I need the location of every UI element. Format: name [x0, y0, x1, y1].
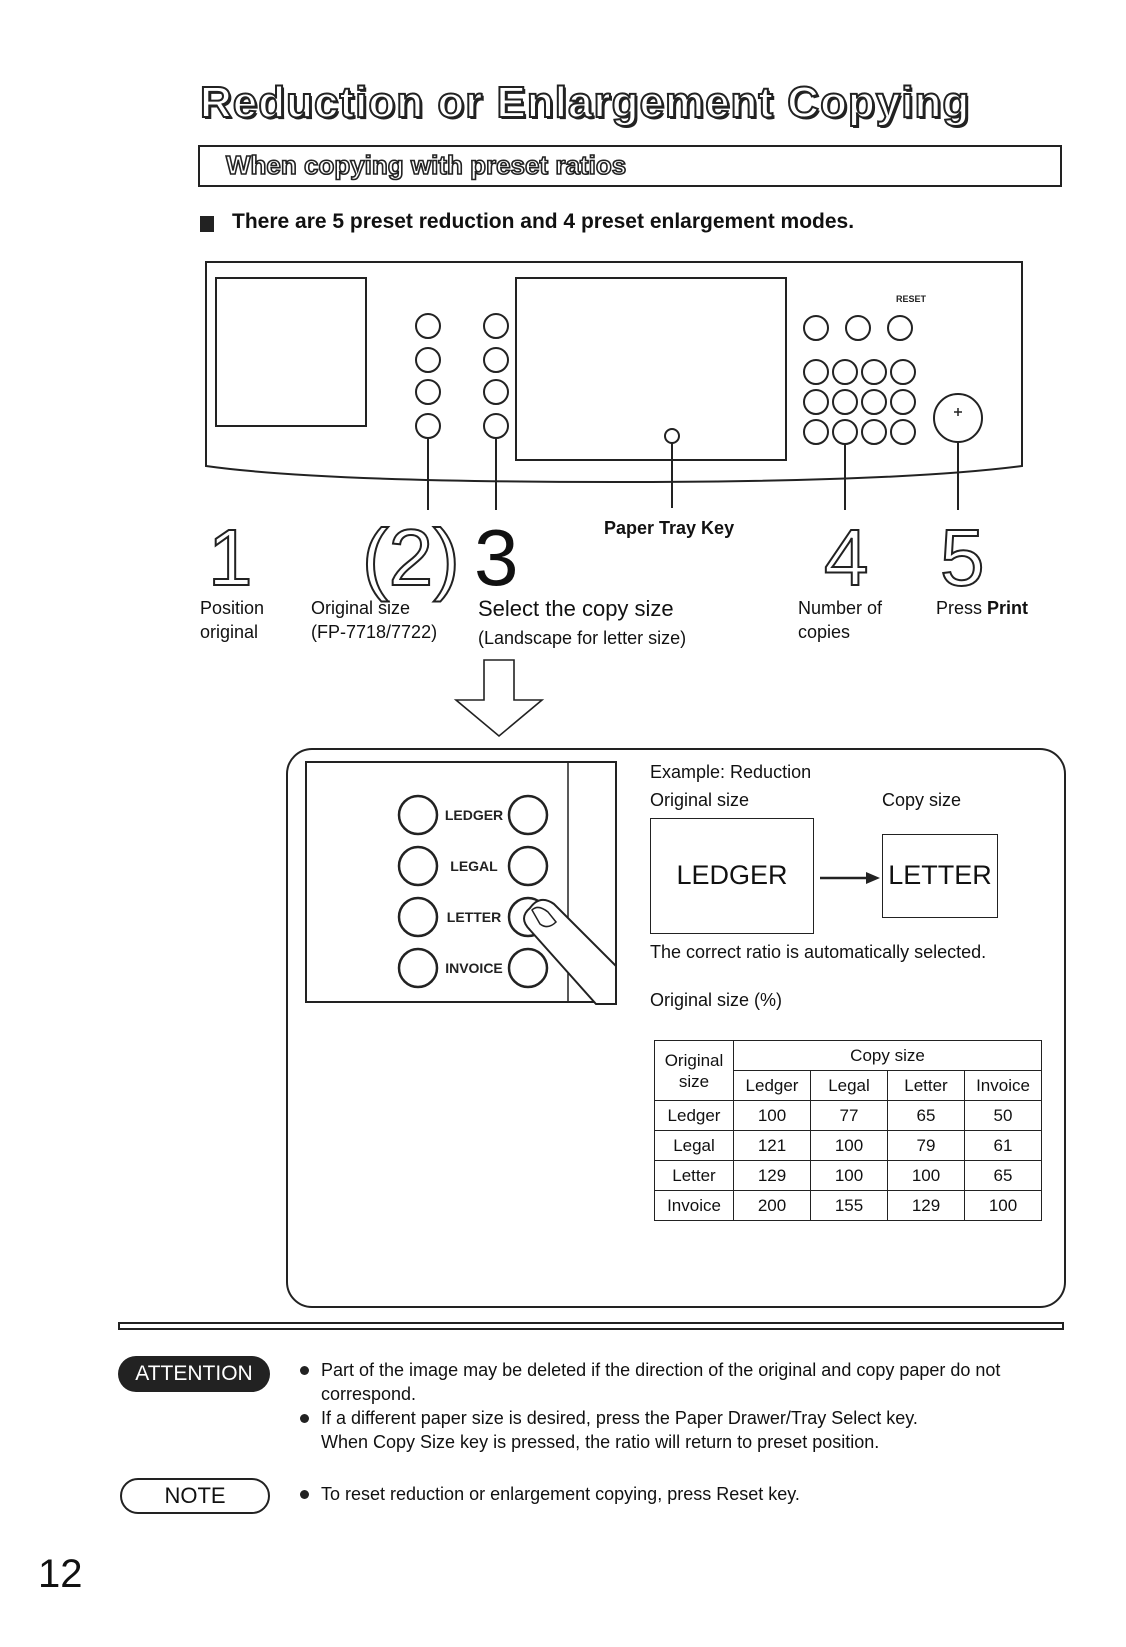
key-label-invoice: INVOICE	[445, 960, 503, 976]
table-cell: 100	[810, 1130, 888, 1161]
page-number: 12	[38, 1552, 83, 1596]
example-copy-label: Copy size	[882, 790, 962, 810]
step-1-label: Position original	[200, 598, 265, 642]
table-cell: 155	[810, 1190, 888, 1221]
attention-item-2: If a different paper size is desired, pr…	[321, 1408, 918, 1428]
table-cell: 79	[887, 1130, 965, 1161]
table-corner-cell: Original size	[654, 1040, 734, 1101]
panel-outline	[205, 261, 1023, 484]
key-label-legal: LEGAL	[450, 858, 498, 874]
paper-tray-key-icon	[664, 428, 680, 444]
table-cell: 121	[733, 1130, 811, 1161]
subtitle-frame	[198, 145, 1062, 187]
attention-item-1: Part of the image may be deleted if the …	[321, 1360, 1001, 1404]
page-title: Reduction or Enlargement Copying	[199, 77, 971, 128]
example-panel	[286, 748, 1066, 1308]
table-cell: 65	[964, 1160, 1042, 1191]
step-4-label: Number of copies	[798, 598, 883, 642]
row-label: Invoice	[654, 1190, 734, 1221]
table-row: Invoice 200 155 129 100	[654, 1190, 1042, 1221]
table-row: Letter 129 100 100 65	[654, 1160, 1042, 1191]
bullet-icon	[300, 1414, 309, 1423]
table-cell: 61	[964, 1130, 1042, 1161]
original-glass-window	[215, 277, 367, 427]
table-group-header: Copy size	[733, 1040, 1042, 1071]
table-cell: 65	[887, 1100, 965, 1131]
square-bullet-icon	[200, 216, 214, 232]
table-column-header-row: Ledger Legal Letter Invoice	[655, 1070, 1042, 1101]
row-label: Ledger	[654, 1100, 734, 1131]
right-arrow-icon	[820, 872, 880, 884]
table-header-row: Original size Copy size	[654, 1040, 1042, 1101]
step-3-label-line2: (Landscape for letter size)	[478, 628, 687, 648]
row-label: Letter	[654, 1160, 734, 1191]
example-original-label: Original size	[650, 790, 750, 810]
column-header: Invoice	[964, 1070, 1042, 1101]
table-cell: 100	[810, 1160, 888, 1191]
note-badge: NOTE	[120, 1478, 270, 1514]
table-cell: 100	[887, 1160, 965, 1191]
paper-tray-key-label: Paper Tray Key	[604, 518, 735, 538]
step-4-number: 4	[823, 513, 869, 602]
control-panel-diagram: RESET	[205, 261, 1023, 510]
step-2-label-line1: Original size	[311, 598, 411, 618]
auto-ratio-text: The correct ratio is automatically selec…	[650, 942, 987, 962]
column-header: Letter	[887, 1070, 965, 1101]
table-cell: 200	[733, 1190, 811, 1221]
numeric-keypad	[803, 315, 916, 445]
column-header: Legal	[810, 1070, 888, 1101]
original-size-keys	[415, 313, 441, 439]
copy-paper-box	[882, 834, 998, 918]
table-cell: 100	[733, 1100, 811, 1131]
step-3-label-line1: Select the copy size	[478, 596, 674, 621]
down-arrow-icon	[453, 659, 545, 738]
copy-paper-value: LETTER	[888, 860, 992, 890]
table-caption: Original size (%)	[650, 990, 783, 1010]
print-key-icon	[933, 393, 983, 443]
table-cell: 129	[887, 1190, 965, 1221]
intro-text: There are 5 preset reduction and 4 prese…	[232, 210, 855, 233]
size-key-closeup: LEDGER LEGAL LETTER INVOICE	[305, 761, 617, 1005]
step-2-number: (2)	[361, 513, 461, 602]
key-label-ledger: LEDGER	[445, 807, 503, 823]
attention-badge: ATTENTION	[118, 1356, 270, 1392]
table-cell: 50	[964, 1100, 1042, 1131]
table-row: Legal 121 100 79 61	[654, 1130, 1042, 1161]
note-item-1: To reset reduction or enlargement copyin…	[321, 1484, 800, 1504]
row-label: Legal	[654, 1130, 734, 1161]
example-heading: Example: Reduction	[650, 762, 812, 782]
section-subtitle: When copying with preset ratios	[225, 149, 627, 181]
copy-size-keys	[483, 313, 509, 439]
table-cell: 129	[733, 1160, 811, 1191]
bullet-icon	[300, 1366, 309, 1375]
table-row: Ledger 100 77 65 50	[654, 1100, 1042, 1131]
step-3-number: 3	[474, 513, 519, 602]
step-5-label: Press Print	[936, 598, 1029, 618]
step-2-label-line2: (FP-7718/7722)	[311, 622, 438, 642]
section-divider	[118, 1322, 1064, 1330]
key-label-letter: LETTER	[447, 909, 501, 925]
original-paper-value: LEDGER	[676, 860, 788, 890]
original-paper-box	[650, 818, 814, 934]
display-window	[515, 277, 787, 461]
bullet-icon	[300, 1490, 309, 1499]
reset-label: RESET	[896, 294, 927, 304]
column-header: Ledger	[733, 1070, 811, 1101]
table-cell: 77	[810, 1100, 888, 1131]
step-1-number: 1	[207, 513, 253, 602]
table-cell: 100	[964, 1190, 1042, 1221]
attention-item-3: When Copy Size key is pressed, the ratio…	[321, 1432, 880, 1452]
ratio-table: Original size Copy size Ledger Legal Let…	[654, 1040, 1042, 1221]
step-5-number: 5	[939, 513, 985, 602]
